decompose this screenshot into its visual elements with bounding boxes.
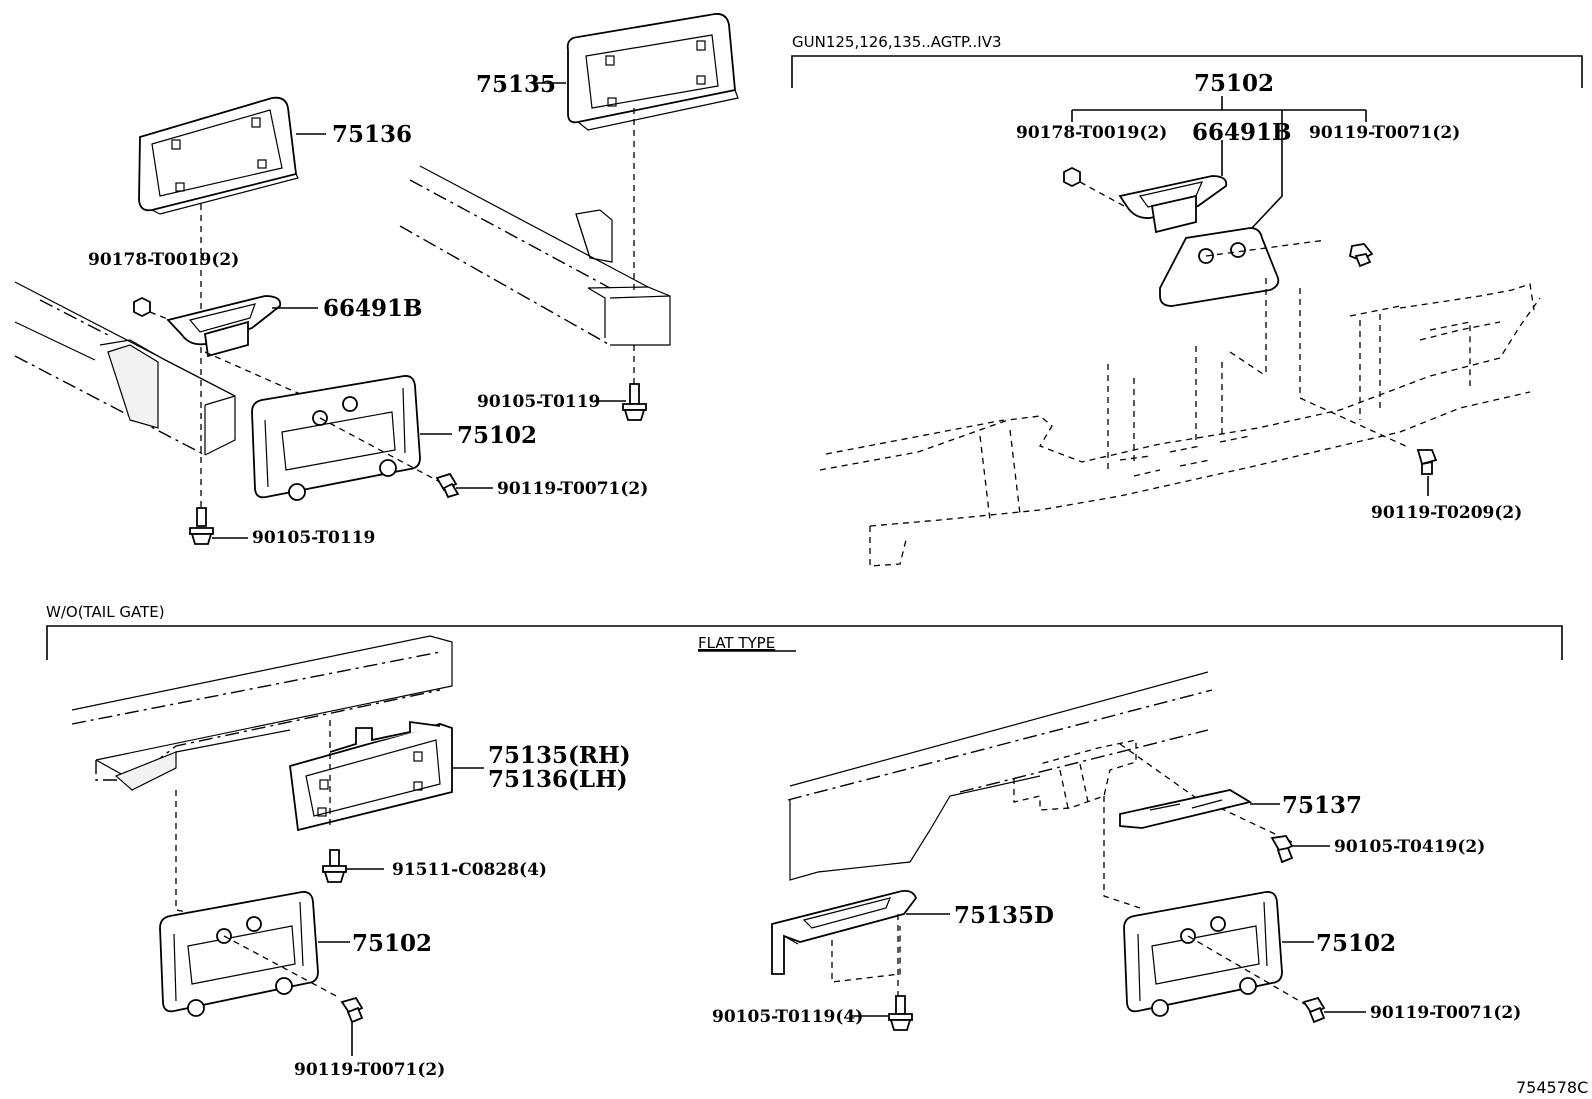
bottom-section-headers: W/O(TAIL GATE) FLAT TYPE — [46, 603, 1563, 660]
group-bottom-right: 75137 90105-T0419(2) 75135D 90105-T0119(… — [712, 671, 1521, 1031]
label-90105-T0119-bottom-right: 90105-T0119(4) — [712, 1007, 863, 1027]
part-75102-plate-bottom-right — [1123, 891, 1309, 1017]
part-66491B-bracket — [166, 295, 301, 395]
without-tail-gate-header: W/O(TAIL GATE) — [46, 603, 165, 621]
label-90119-T0071-top-right: 90119-T0071(2) — [1309, 123, 1460, 143]
group-top-left: 75136 90178-T0019(2) 66491B 75102 90119-… — [14, 96, 648, 548]
label-90178-T0019: 90178-T0019(2) — [88, 250, 239, 270]
part-plate-bracket-top-right — [1159, 227, 1280, 307]
part-90105-T0419-bolt — [1270, 835, 1294, 864]
label-90105-T0119-middle: 90105-T0119 — [477, 392, 600, 412]
label-75135RH: 75135(RH) — [488, 742, 631, 769]
part-90105-T0119-bolt-bottom-right — [888, 995, 913, 1031]
label-75137: 75137 — [1282, 792, 1362, 819]
label-75136: 75136 — [332, 121, 412, 148]
part-90119-T0071-bolt-bottom-right — [1302, 996, 1326, 1024]
group-bottom-left: 75135(RH) 75136(LH) 91511-C0828(4) 75102… — [71, 635, 631, 1080]
part-75135RH-75136LH-frame — [289, 720, 453, 832]
part-nut-top-right — [1063, 166, 1081, 188]
label-75102-bottom-right: 75102 — [1316, 930, 1396, 957]
part-90119-T0209-top-right — [1416, 449, 1438, 475]
label-66491B: 66491B — [323, 295, 422, 322]
label-75136LH: 75136(LH) — [488, 766, 628, 793]
group-top-middle: 75135 90105-T0119 — [399, 13, 739, 421]
part-75137-bracket — [1119, 789, 1253, 829]
part-66491B-top-right — [1118, 175, 1228, 234]
label-90119-T0071-bottom-left: 90119-T0071(2) — [294, 1060, 445, 1080]
part-75136-frame — [138, 96, 299, 215]
illustration-id: 754578C — [1516, 1078, 1588, 1097]
label-90119-T0071-bottom-right: 90119-T0071(2) — [1370, 1003, 1521, 1023]
label-90178-T0019-top-right: 90178-T0019(2) — [1016, 123, 1167, 143]
label-75102-top-right: 75102 — [1194, 70, 1274, 97]
part-90105-bolt-middle — [622, 383, 647, 421]
part-90178-nut — [133, 296, 176, 323]
without-tail-gate-bracket — [46, 625, 1563, 660]
label-66491B-top-right: 66491B — [1192, 119, 1291, 146]
part-90119-T0071-top-right — [1348, 243, 1374, 268]
flat-type-header: FLAT TYPE — [698, 634, 775, 652]
part-91511-bolt — [322, 849, 347, 883]
label-90119-T0209-top-right: 90119-T0209(2) — [1371, 503, 1522, 523]
label-90105-T0419: 90105-T0419(2) — [1334, 837, 1485, 857]
group-top-right: GUN125,126,135..AGTP..IV3 75102 90178-T0… — [791, 33, 1583, 567]
label-90105-T0119: 90105-T0119 — [252, 528, 375, 548]
floor-pan-body — [819, 283, 1541, 567]
part-75102-plate — [251, 375, 441, 501]
label-91511-C0828: 91511-C0828(4) — [392, 860, 547, 880]
model-range-bracket — [791, 55, 1583, 88]
label-75135: 75135 — [476, 71, 556, 98]
label-75102: 75102 — [457, 422, 537, 449]
model-range-header: GUN125,126,135..AGTP..IV3 — [792, 33, 1002, 51]
part-75102-plate-bottom-left — [159, 891, 341, 1017]
label-90119-T0071: 90119-T0071(2) — [497, 479, 648, 499]
part-90105-bolt — [189, 507, 214, 545]
part-75135-frame — [566, 13, 739, 131]
label-75135D: 75135D — [954, 902, 1054, 929]
part-90119-bolt — [435, 472, 460, 499]
part-90119-bolt-bottom-left — [340, 996, 364, 1024]
label-75102-bottom-left: 75102 — [352, 930, 432, 957]
part-75135D-bracket — [771, 889, 918, 975]
